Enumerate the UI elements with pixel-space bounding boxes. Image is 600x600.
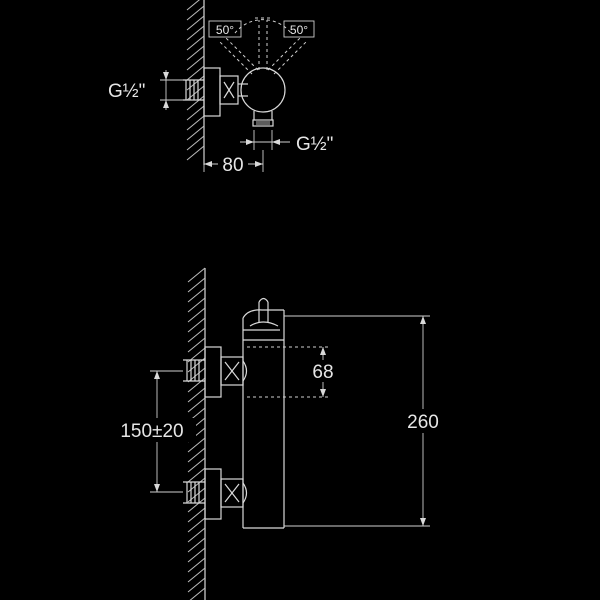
hatch-line [187,447,206,463]
top-outlet-nozzle [252,111,274,127]
total-height-dimension: 260 [284,315,444,527]
hatch-line [186,65,205,81]
angle-right-text: 50° [290,23,308,37]
hatch-line [187,377,206,393]
hatch-line [187,467,206,483]
top-handle-positions [219,17,307,75]
inlet-height-dimension: 68 [247,346,338,398]
top-mixer-body [240,67,286,113]
offset-dimension: 80 [203,150,264,176]
hatch-line [187,457,206,473]
hatch-line [187,567,206,583]
top-wall-hatch [186,0,205,161]
lower-inlet [183,468,248,520]
side-wall [187,267,206,600]
hatch-line [187,317,206,333]
offset-text: 80 [222,155,243,176]
hatch-line [187,497,206,513]
top-view: 50° 50° G½" G½" [108,0,333,176]
hatch-line [186,0,200,11]
angle-left-text: 50° [216,23,234,37]
hatch-line [187,397,206,413]
inlet-spacing-text: 150±20 [120,421,183,442]
hatch-line [186,45,205,61]
side-handle [249,297,279,327]
hatch-line [187,577,206,593]
upper-inlet [183,346,248,398]
hatch-line [186,5,205,21]
hatch-line [186,25,205,41]
hatch-line [187,267,206,283]
angle-label-right: 50° [283,20,315,38]
hatch-line [187,337,206,353]
hatch-line [186,15,205,31]
angle-label-left: 50° [208,20,242,38]
hatch-line [187,507,206,523]
hatch-line [186,105,205,121]
inlet-spacing-dimension: 150±20 [110,370,196,493]
side-mixer-body [242,309,285,529]
hatch-line [187,537,206,553]
hatch-line [187,297,206,313]
inlet-thread-text: G½" [108,81,145,102]
hatch-line [186,35,205,51]
hatch-line [187,277,206,293]
hatch-line [186,135,205,151]
total-height-text: 260 [407,412,439,433]
outlet-thread-dimension: G½" [240,130,333,155]
hatch-line [186,145,205,161]
side-wall-hatch [187,267,206,600]
top-wall [186,0,205,165]
hatch-line [187,517,206,533]
hatch-line [186,95,205,111]
top-connector [203,67,248,117]
hatch-line [187,557,206,573]
hatch-line [187,527,206,543]
hatch-line [187,327,206,343]
hatch-line [187,547,206,563]
inlet-height-text: 68 [312,362,333,383]
inlet-thread-dimension: G½" [108,70,183,110]
hatch-line [187,437,206,453]
top-inlet-pipe [183,79,204,101]
hatch-line [187,287,206,303]
hatch-line [186,55,205,71]
hatch-line [186,115,205,131]
hatch-line [187,387,206,403]
hatch-line [187,307,206,323]
side-view: 68 150±20 260 [110,267,444,600]
outlet-thread-text: G½" [296,134,333,155]
hatch-line [186,125,205,141]
